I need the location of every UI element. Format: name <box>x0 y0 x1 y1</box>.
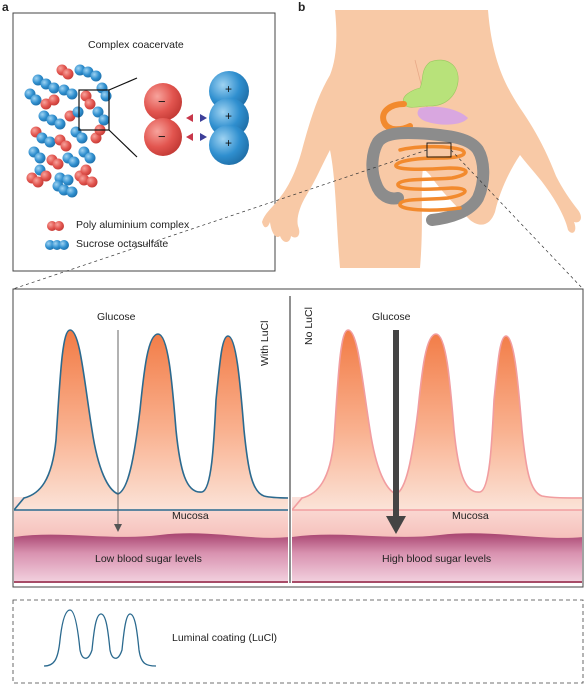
right-glucose-label: Glucose <box>372 311 411 323</box>
red-particle <box>60 140 72 152</box>
blue-particle <box>66 186 78 198</box>
charge-neg-1: − <box>158 94 166 109</box>
charge-arrows <box>186 114 207 141</box>
zoom-dashed-left <box>12 149 428 290</box>
legend-red-label: Poly aluminium complex <box>76 219 190 231</box>
left-condition-label: With LuCl <box>259 320 271 366</box>
lower-panel-box <box>12 288 584 588</box>
left-blood-label: Low blood sugar levels <box>95 553 202 565</box>
left-scene <box>14 329 288 583</box>
pancreas <box>417 106 468 125</box>
zoom-red-particles <box>144 83 182 156</box>
blue-particle <box>72 106 84 118</box>
blue-particle <box>62 174 74 186</box>
coacervate-cluster <box>24 64 112 198</box>
left-glucose-label: Glucose <box>97 311 136 323</box>
blue-particle <box>30 94 42 106</box>
red-particle <box>86 176 98 188</box>
legend-blue-icon <box>45 240 69 250</box>
blue-particle <box>54 118 66 130</box>
legend-red-icon <box>47 221 64 231</box>
stomach <box>402 59 459 108</box>
charge-pos-3: + <box>225 136 233 150</box>
blue-particle <box>90 70 102 82</box>
bottom-dashed-box <box>12 599 584 684</box>
right-mucosa-label: Mucosa <box>452 510 489 522</box>
right-condition-label: No LuCl <box>303 307 315 345</box>
coacervate-title: Complex coacervate <box>88 39 184 51</box>
red-particle <box>40 170 52 182</box>
charge-pos-2: + <box>225 109 233 123</box>
zoom-line-bottom <box>108 129 138 158</box>
red-particle <box>84 98 96 110</box>
coating-wave <box>43 609 157 667</box>
red-particle <box>52 158 64 170</box>
blue-particle <box>68 156 80 168</box>
legend-blue-label: Sucrose octasulfate <box>76 238 169 250</box>
blue-particle <box>98 114 110 126</box>
blue-particle <box>66 88 78 100</box>
red-particle <box>48 94 60 106</box>
red-particle <box>32 176 44 188</box>
colon <box>366 127 490 226</box>
panel-a-box <box>12 12 276 272</box>
panel-b-letter: b <box>298 0 306 14</box>
left-mucosa-label: Mucosa <box>172 510 209 522</box>
right-scene <box>292 329 582 583</box>
charge-pos-1: + <box>225 82 233 96</box>
zoom-line-top <box>108 77 138 91</box>
blue-particle <box>76 132 88 144</box>
zoom-blue-particles <box>209 71 249 165</box>
zoom-box <box>78 89 110 131</box>
right-blood-label: High blood sugar levels <box>382 553 492 565</box>
coating-label: Luminal coating (LuCl) <box>172 632 278 644</box>
red-particle <box>80 164 92 176</box>
blue-particle <box>92 106 104 118</box>
blue-particle <box>44 136 56 148</box>
blue-particle <box>48 82 60 94</box>
charge-neg-2: − <box>158 129 166 144</box>
small-intestine <box>394 144 468 212</box>
red-particle <box>62 68 74 80</box>
zoom-dashed-right <box>450 149 584 290</box>
panel-a-letter: a <box>2 0 9 14</box>
blue-particle <box>34 152 46 164</box>
blue-particle <box>100 90 112 102</box>
blue-particle <box>84 152 96 164</box>
